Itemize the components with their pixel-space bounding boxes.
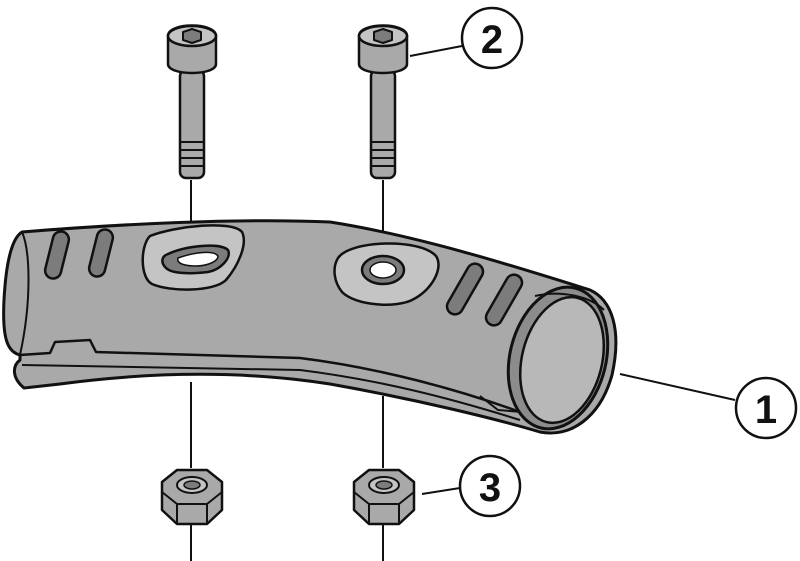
callout-2-circle [460,6,524,70]
connector-open-end-inner [518,295,606,425]
connector-end-rim [534,292,605,311]
left-nut-face-line [161,491,223,524]
connector-seam [19,338,541,420]
left-nut-bore-hole [183,480,201,490]
slot-left-2 [87,228,115,278]
slot-right-2 [484,273,524,327]
right-round-hole-inner [369,261,397,279]
callout-3-leader [421,487,461,495]
right-nut-face-line [353,491,415,524]
right-socket-head-bolt [357,24,409,180]
connector-end-slit [479,395,523,413]
right-hex-nut [352,468,416,526]
left-hex-nut [160,468,224,526]
connector-left-lip [19,231,30,356]
left-bolt-threads [180,141,204,167]
right-bolt-threads [371,141,395,167]
callout-3-circle [458,454,522,518]
right-bolt-hex-socket [373,28,393,44]
tube-connector [2,219,618,435]
left-bolt-shank [178,68,206,180]
callout-1-leader [619,373,736,401]
connector-seam-lower [21,364,521,421]
callout-1-label: 1 [755,388,777,432]
callout-2-label: 2 [481,18,503,62]
left-slotted-hole-inner [177,251,219,267]
callout-2-leader [409,45,463,57]
left-bolt-hex-socket [182,28,202,44]
left-socket-head-bolt [166,24,218,180]
right-bolt-shank [369,68,397,180]
callout-1-circle [734,376,798,440]
slot-left-1 [43,230,71,280]
callouts: 2 1 3 [409,6,798,518]
callout-3-label: 3 [479,466,501,510]
right-nut-bore-hole [375,480,393,490]
slot-right-1 [445,262,485,316]
